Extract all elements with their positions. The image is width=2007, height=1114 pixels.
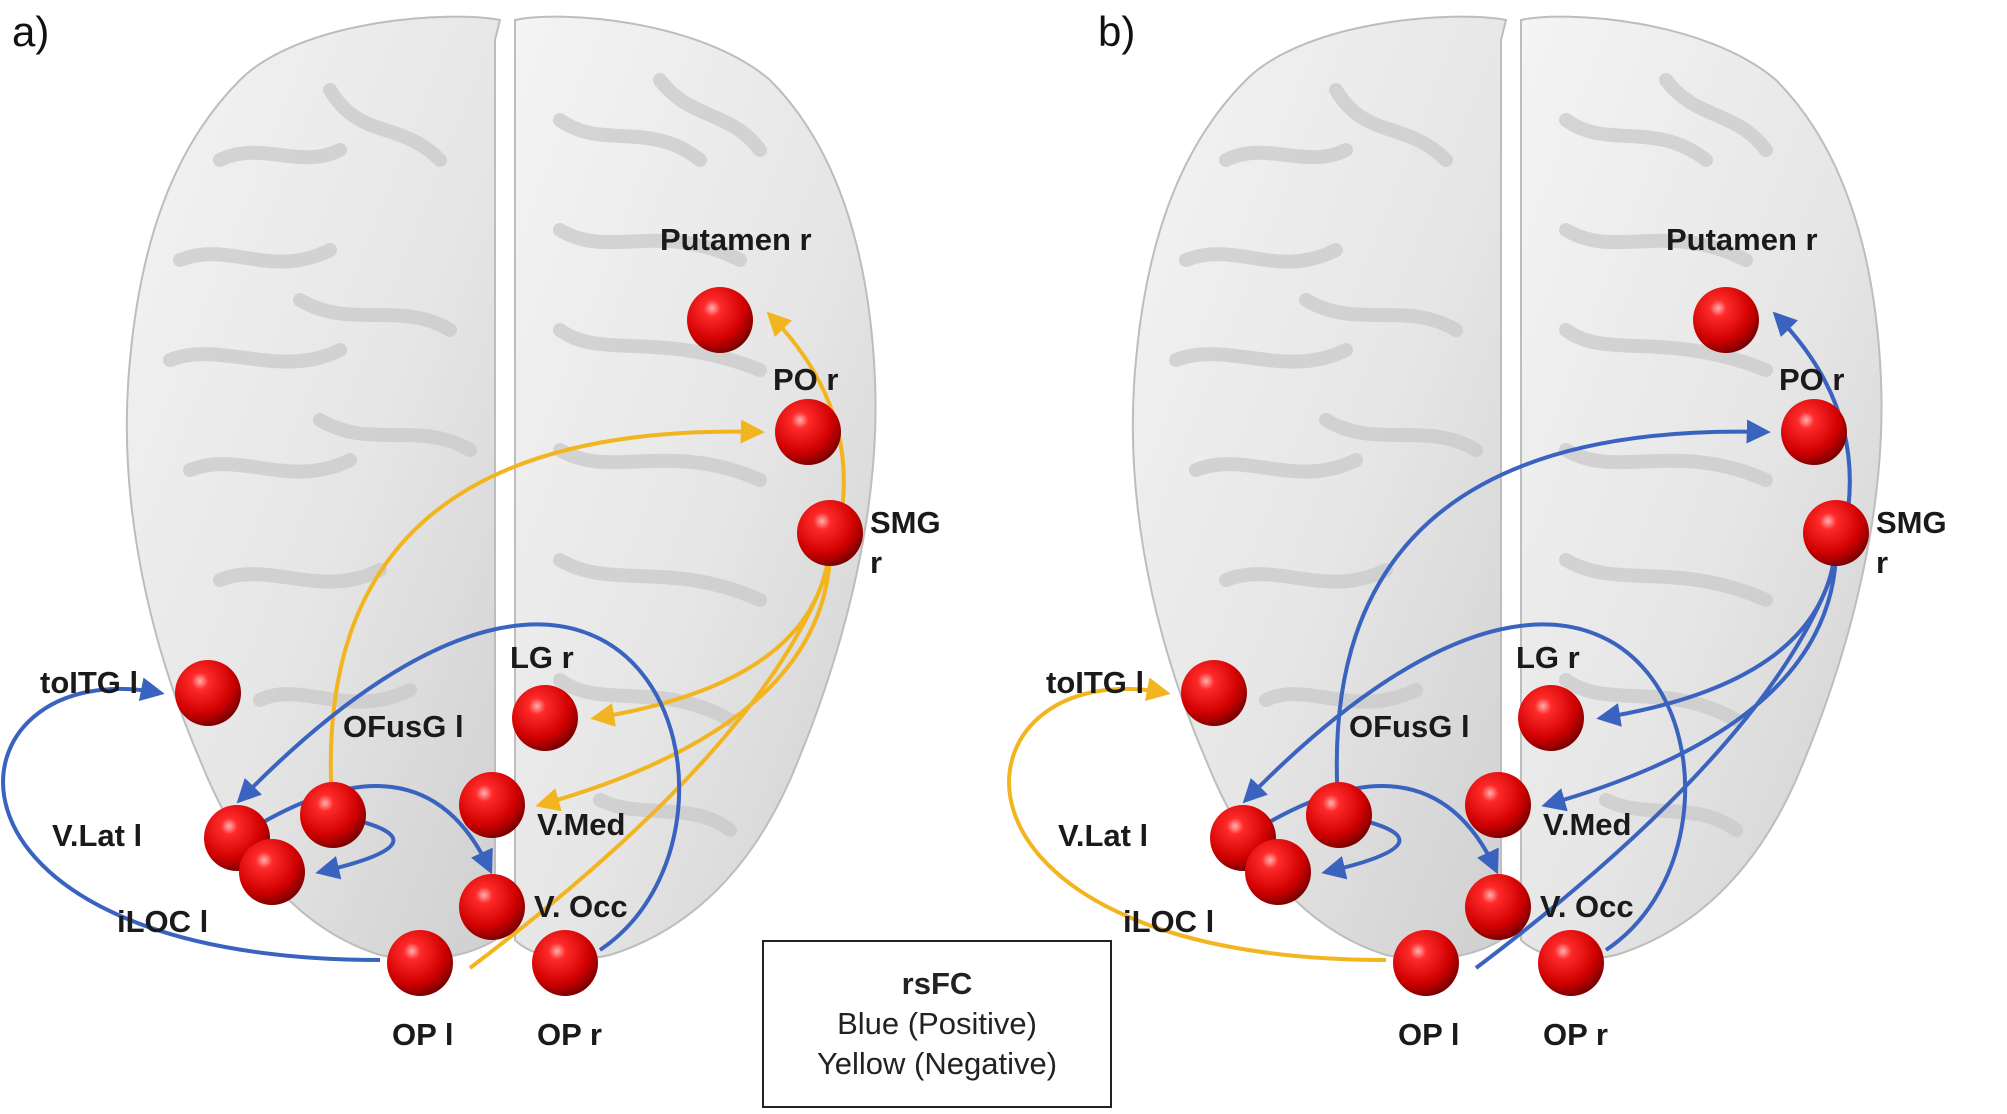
- connection-vlat_l-vocc: [1241, 784, 1499, 875]
- region-label-po_r: PO r: [773, 362, 838, 397]
- connection-layer: [1007, 311, 1852, 970]
- connection-smg_r-lg_r: [1596, 532, 1838, 727]
- connection-op_r-vlat_l: [236, 622, 682, 952]
- connection-op_l-toitg_l: [1, 677, 381, 962]
- connection-op_r-vlat_l: [1242, 622, 1688, 952]
- region-node-smg_r: [797, 500, 863, 566]
- region-node-lg_r: [512, 685, 578, 751]
- region-label-vocc: V. Occ: [534, 889, 628, 924]
- connection-smg_r-vmed: [535, 532, 833, 812]
- region-node-lg_r: [1518, 685, 1584, 751]
- region-label-op_l: OP l: [1398, 1017, 1459, 1052]
- region-label-ofusg_l: OFusG l: [1349, 709, 1470, 744]
- region-node-po_r: [1781, 399, 1847, 465]
- region-label-toitg_l: toITG l: [1046, 665, 1144, 700]
- legend-negative: Yellow (Negative): [816, 1046, 1058, 1081]
- connection-vlat_l-vocc: [235, 784, 493, 875]
- legend-title: rsFC: [901, 966, 973, 1001]
- connection-smg_r-lg_r: [590, 532, 832, 727]
- region-node-toitg_l: [175, 660, 241, 726]
- region-label-toitg_l: toITG l: [40, 665, 138, 700]
- region-node-op_l: [1393, 930, 1459, 996]
- panel-tag: a): [12, 8, 49, 55]
- connection-ofusg_l-po_r: [1334, 419, 1771, 816]
- region-node-op_l: [387, 930, 453, 996]
- region-node-ofusg_l: [300, 782, 366, 848]
- region-node-po_r: [775, 399, 841, 465]
- region-node-ofusg_l: [1306, 782, 1372, 848]
- region-label-vmed: V.Med: [1543, 807, 1631, 842]
- connection-op_l-toitg_l: [1007, 677, 1387, 962]
- region-label-ofusg_l: OFusG l: [343, 709, 464, 744]
- region-label-putamen_r: Putamen r: [660, 222, 812, 257]
- connection-ofusg_l-po_r: [328, 419, 765, 816]
- region-node-toitg_l: [1181, 660, 1247, 726]
- region-label-po_r: PO r: [1779, 362, 1844, 397]
- region-label-op_l: OP l: [392, 1017, 453, 1052]
- region-label-iloc_l: iLOC l: [117, 904, 208, 939]
- region-node-op_r: [1538, 930, 1604, 996]
- region-node-putamen_r: [1693, 287, 1759, 353]
- region-label-vocc: V. Occ: [1540, 889, 1634, 924]
- connection-layer: [1, 311, 846, 970]
- region-label-lg_r: LG r: [510, 640, 574, 675]
- panel-tag: b): [1098, 8, 1135, 55]
- region-label-vlat_l: V.Lat l: [52, 818, 142, 853]
- region-label-op_r: OP r: [1543, 1017, 1608, 1052]
- region-node-vmed: [459, 772, 525, 838]
- region-node-op_r: [532, 930, 598, 996]
- region-node-smg_r: [1803, 500, 1869, 566]
- region-label-vlat_l: V.Lat l: [1058, 818, 1148, 853]
- region-label-putamen_r: Putamen r: [1666, 222, 1818, 257]
- region-label-lg_r: LG r: [1516, 640, 1580, 675]
- region-node-vocc: [1465, 874, 1531, 940]
- region-node-vocc: [459, 874, 525, 940]
- connection-smg_r-vmed: [1541, 532, 1839, 812]
- legend-box: rsFC Blue (Positive) Yellow (Negative): [762, 940, 1112, 1108]
- region-label-op_r: OP r: [537, 1017, 602, 1052]
- legend-positive: Blue (Positive): [837, 1006, 1037, 1041]
- region-node-iloc_l: [239, 839, 305, 905]
- region-label-iloc_l: iLOC l: [1123, 904, 1214, 939]
- region-node-iloc_l: [1245, 839, 1311, 905]
- region-node-vmed: [1465, 772, 1531, 838]
- region-label-vmed: V.Med: [537, 807, 625, 842]
- region-node-putamen_r: [687, 287, 753, 353]
